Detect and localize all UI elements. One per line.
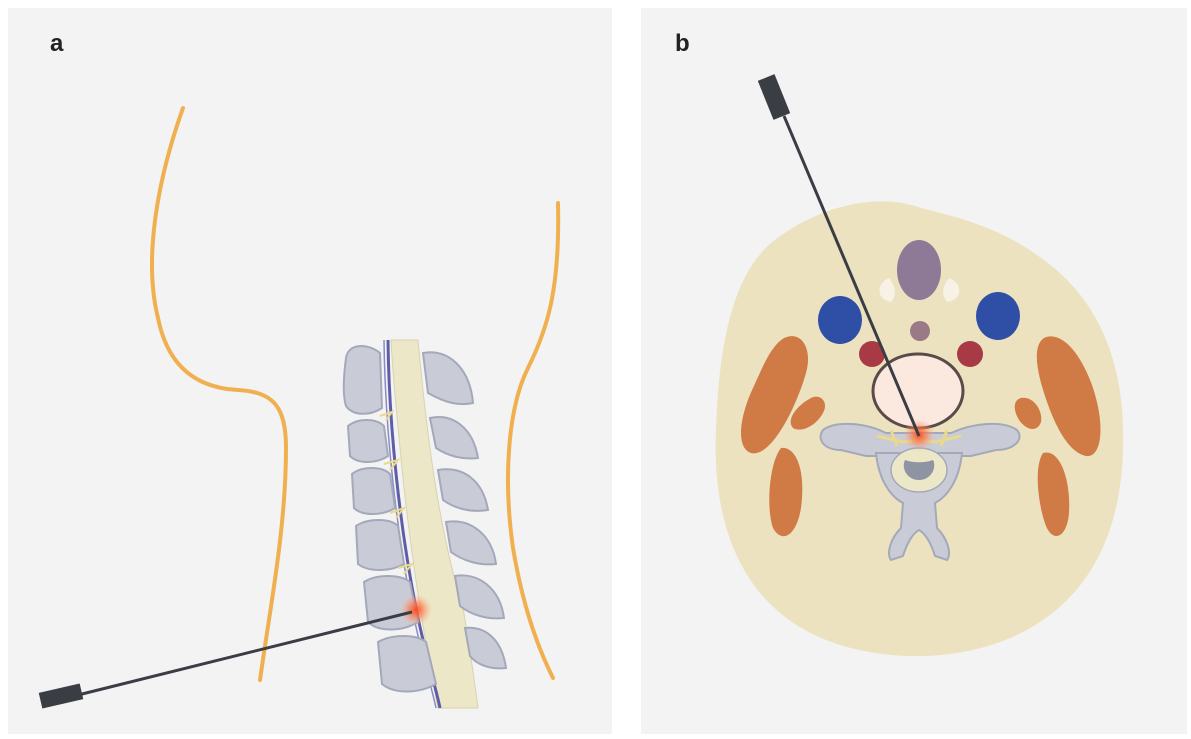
axial-neck-diagram [641, 8, 1187, 734]
panel-a-sagittal-view: a [8, 8, 612, 734]
trachea [897, 240, 941, 300]
spinous-process-1 [423, 352, 473, 404]
vertebra-c4 [352, 468, 395, 514]
vertebra-c3 [348, 420, 388, 462]
anterior-neck-outline [152, 108, 286, 680]
vertebra-c5 [356, 520, 404, 570]
panel-b-axial-view: b [641, 8, 1187, 734]
right-carotid-artery [957, 341, 983, 367]
vertebra-c7 [378, 636, 436, 692]
lesion-glow [400, 594, 432, 626]
needle-hub [758, 74, 790, 120]
right-jugular-vein [976, 292, 1020, 340]
spinous-process-2 [430, 417, 478, 458]
needle-hub [39, 683, 84, 708]
vertebra-c2 [344, 346, 382, 414]
needle-shaft [78, 612, 412, 695]
esophagus [910, 321, 930, 341]
vertebral-body [873, 354, 963, 428]
sagittal-neck-diagram [8, 8, 612, 734]
posterior-neck-outline [508, 203, 558, 678]
left-jugular-vein [818, 296, 862, 344]
spinous-process-4 [446, 521, 496, 564]
spinous-process-3 [438, 469, 488, 511]
